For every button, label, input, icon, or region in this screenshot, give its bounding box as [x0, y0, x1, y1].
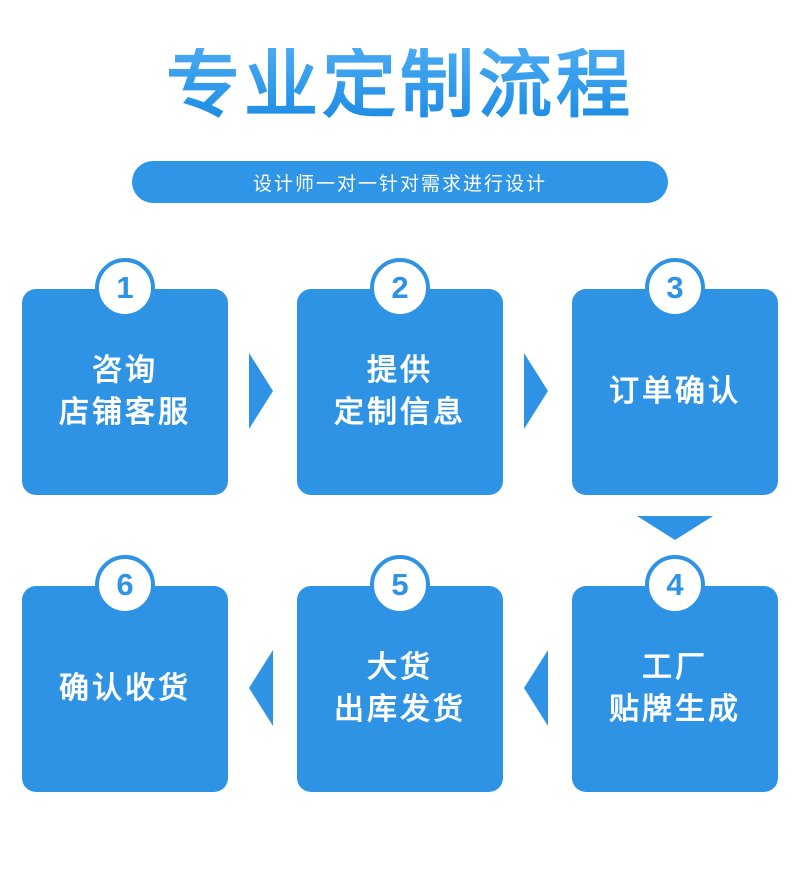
step-card-4: 4 工厂 贴牌生成	[572, 555, 778, 792]
step-label-line: 定制信息	[334, 395, 466, 430]
step-card-2: 2 提供 定制信息	[297, 258, 503, 495]
subtitle-banner: 设计师一对一针对需求进行设计	[132, 161, 668, 203]
step-label-line: 店铺客服	[59, 395, 191, 430]
step-label-1: 咨询 店铺客服	[59, 350, 191, 434]
step-card-5: 5 大货 出库发货	[297, 555, 503, 792]
step-number-3: 3	[645, 258, 705, 318]
subtitle-text: 设计师一对一针对需求进行设计	[252, 172, 547, 195]
step-card-6: 6 确认收货	[22, 555, 228, 792]
arrow-left-icon	[249, 650, 273, 726]
step-number-4: 4	[645, 555, 705, 615]
step-label-line: 订单确认	[609, 374, 741, 409]
step-number-6: 6	[95, 555, 155, 615]
step-number-2: 2	[370, 258, 430, 318]
step-label-6: 确认收货	[59, 668, 191, 710]
step-number-5: 5	[370, 555, 430, 615]
step-label-line: 确认收货	[59, 671, 191, 706]
arrow-right-icon	[524, 353, 548, 429]
step-card-3: 3 订单确认	[572, 258, 778, 495]
step-card-1: 1 咨询 店铺客服	[22, 258, 228, 495]
arrow-left-icon	[524, 650, 548, 726]
page-title: 专业定制流程	[0, 48, 800, 122]
step-label-line: 工厂	[642, 650, 708, 685]
step-number-1: 1	[95, 258, 155, 318]
step-label-line: 出库发货	[334, 692, 466, 727]
step-label-line: 咨询	[92, 353, 158, 388]
step-label-2: 提供 定制信息	[334, 350, 466, 434]
step-label-4: 工厂 贴牌生成	[609, 647, 741, 731]
arrow-down-icon	[637, 516, 713, 540]
step-label-line: 贴牌生成	[609, 692, 741, 727]
step-label-line: 大货	[367, 650, 433, 685]
step-label-5: 大货 出库发货	[334, 647, 466, 731]
arrow-right-icon	[249, 353, 273, 429]
step-label-3: 订单确认	[609, 371, 741, 413]
step-label-line: 提供	[367, 353, 433, 388]
